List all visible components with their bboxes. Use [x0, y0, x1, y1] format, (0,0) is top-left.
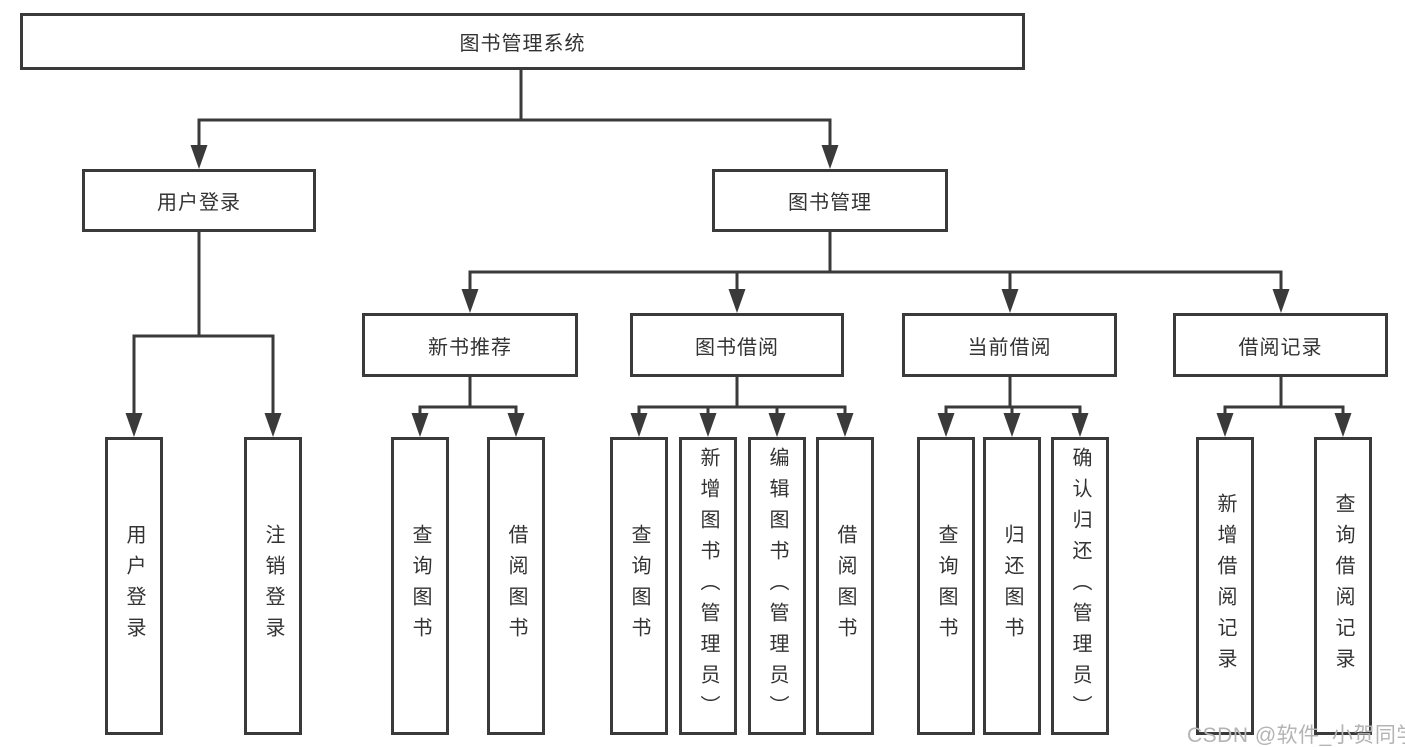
- arrowhead-icon: [699, 413, 717, 437]
- arrowhead-icon: [768, 413, 786, 437]
- arrowhead-icon: [507, 413, 525, 437]
- leaf-logout-label: 注销登录: [262, 524, 284, 648]
- arrowhead-icon: [630, 413, 648, 437]
- leaf-current-return: 归还图书: [983, 437, 1041, 735]
- leaf-borrow-add: 新增图书（管理员）: [679, 437, 737, 735]
- arrowhead-icon: [821, 145, 839, 169]
- arrowhead-icon: [728, 289, 746, 313]
- leaf-user-login-label: 用户登录: [123, 524, 145, 648]
- connector-root-to-level2: [190, 68, 839, 169]
- arrowhead-icon: [264, 413, 282, 437]
- arrowhead-icon: [411, 413, 429, 437]
- node-new-book-rec: 新书推荐: [362, 313, 578, 377]
- arrowhead-icon: [1334, 413, 1352, 437]
- arrowhead-icon: [190, 145, 208, 169]
- arrowhead-icon: [1003, 413, 1021, 437]
- node-user-login: 用户登录: [82, 169, 316, 232]
- connector-user-login-to-leaves: [125, 231, 282, 437]
- leaf-user-login: 用户登录: [105, 437, 163, 735]
- arrowhead-icon: [836, 413, 854, 437]
- leaf-borrow-edit-label: 编辑图书（管理员）: [766, 446, 788, 726]
- leaf-record-query: 查询借阅记录: [1314, 437, 1372, 735]
- arrowhead-icon: [1001, 289, 1019, 313]
- connector-borrow-records-to-leaves: [1216, 376, 1352, 437]
- leaf-newbook-query: 查询图书: [391, 437, 449, 735]
- leaf-current-confirm-label: 确认归还（管理员）: [1069, 446, 1091, 726]
- leaf-newbook-query-label: 查询图书: [409, 524, 431, 648]
- arrowhead-icon: [125, 413, 143, 437]
- leaf-current-return-label: 归还图书: [1001, 524, 1023, 648]
- leaf-borrow-query-label: 查询图书: [628, 524, 650, 648]
- arrowhead-icon: [1216, 413, 1234, 437]
- leaf-record-add-label: 新增借阅记录: [1214, 493, 1236, 679]
- node-new-book-rec-label: 新书推荐: [428, 336, 512, 359]
- leaf-current-confirm: 确认归还（管理员）: [1051, 437, 1109, 735]
- arrowhead-icon: [461, 289, 479, 313]
- leaf-newbook-borrow: 借阅图书: [487, 437, 545, 735]
- node-current-borrow: 当前借阅: [902, 313, 1117, 377]
- node-root-label: 图书管理系统: [459, 33, 586, 55]
- node-root: 图书管理系统: [20, 13, 1025, 70]
- node-book-borrow-label: 图书借阅: [695, 336, 779, 359]
- connector-new-book-to-leaves: [411, 376, 525, 437]
- leaf-current-query-label: 查询图书: [935, 524, 957, 648]
- leaf-logout: 注销登录: [244, 437, 302, 735]
- leaf-borrow-book: 借阅图书: [816, 437, 874, 735]
- node-current-borrow-label: 当前借阅: [967, 336, 1052, 359]
- arrowhead-icon: [1071, 413, 1089, 437]
- node-borrow-records: 借阅记录: [1173, 313, 1388, 377]
- connector-book-borrow-to-leaves: [630, 376, 854, 437]
- connector-current-borrow-to-leaves: [937, 376, 1089, 437]
- leaf-borrow-query: 查询图书: [610, 437, 668, 735]
- leaf-record-query-label: 查询借阅记录: [1332, 493, 1354, 679]
- node-book-mgmt: 图书管理: [712, 169, 948, 232]
- leaf-borrow-edit: 编辑图书（管理员）: [748, 437, 806, 735]
- leaf-borrow-book-label: 借阅图书: [834, 524, 856, 648]
- leaf-newbook-borrow-label: 借阅图书: [505, 524, 527, 648]
- arrowhead-icon: [1272, 289, 1290, 313]
- leaf-borrow-add-label: 新增图书（管理员）: [697, 446, 719, 726]
- leaf-current-query: 查询图书: [917, 437, 975, 735]
- node-borrow-records-label: 借阅记录: [1238, 336, 1323, 359]
- connector-book-mgmt-to-level3: [461, 231, 1290, 313]
- node-user-login-label: 用户登录: [157, 192, 241, 214]
- watermark: CSDN @软件_小贺同学: [1187, 724, 1405, 747]
- arrowhead-icon: [937, 413, 955, 437]
- node-book-mgmt-label: 图书管理: [788, 192, 872, 214]
- leaf-record-add: 新增借阅记录: [1196, 437, 1254, 735]
- node-book-borrow: 图书借阅: [630, 313, 844, 377]
